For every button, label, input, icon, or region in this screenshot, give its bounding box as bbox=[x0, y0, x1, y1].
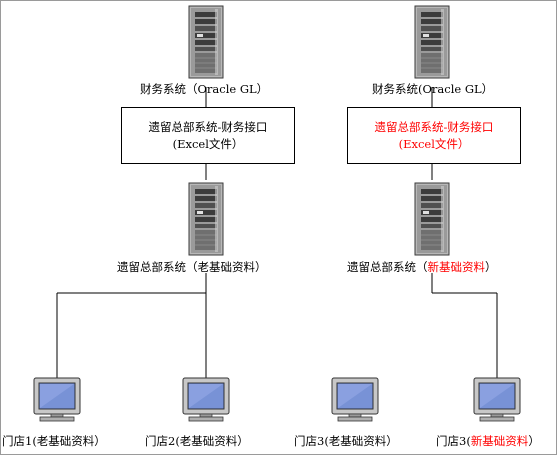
server-tower-icon bbox=[188, 5, 224, 79]
store2-label: 门店2(老基础资料） bbox=[145, 434, 249, 448]
interface-box-left: 遗留总部系统-财务接口 (Excel文件） bbox=[121, 107, 295, 164]
interface-box-title: 遗留总部系统-财务接口 bbox=[148, 119, 268, 134]
store1-label: 门店1(老基础资料） bbox=[2, 434, 106, 448]
interface-box-title: 遗留总部系统-财务接口 bbox=[374, 119, 494, 134]
interface-box-subtitle: (Excel文件） bbox=[172, 136, 244, 151]
store3-new-suffix: ） bbox=[528, 434, 540, 448]
finance-system-label-left: 财务系统（Oracle GL） bbox=[140, 82, 269, 96]
server-tower-icon bbox=[414, 182, 450, 256]
store3-new-label: 门店3(新基础资料） bbox=[436, 434, 540, 448]
legacy-hq-highlight: 新基础资料 bbox=[427, 260, 486, 274]
interface-box-subtitle: (Excel文件） bbox=[398, 136, 470, 151]
store3-new-highlight: 新基础资料 bbox=[470, 434, 529, 448]
server-tower-icon bbox=[188, 182, 224, 256]
legacy-hq-label-right: 遗留总部系统（新基础资料） bbox=[347, 260, 497, 274]
desktop-computer-icon bbox=[331, 377, 379, 422]
finance-system-label-right: 财务系统(Oracle GL） bbox=[372, 82, 494, 96]
desktop-computer-icon bbox=[182, 377, 230, 422]
desktop-computer-icon bbox=[473, 377, 521, 422]
connection-lines bbox=[56, 87, 498, 378]
store3-new-prefix: 门店3( bbox=[436, 434, 471, 448]
legacy-hq-suffix: ） bbox=[485, 260, 497, 274]
desktop-computer-icon bbox=[33, 377, 81, 422]
legacy-hq-label-left: 遗留总部系统（老基础资料） bbox=[117, 260, 267, 274]
store3-old-label: 门店3(老基础资料） bbox=[294, 434, 398, 448]
interface-box-right: 遗留总部系统-财务接口 (Excel文件） bbox=[347, 107, 521, 164]
server-tower-icon bbox=[414, 5, 450, 79]
legacy-hq-prefix: 遗留总部系统（ bbox=[347, 260, 428, 274]
